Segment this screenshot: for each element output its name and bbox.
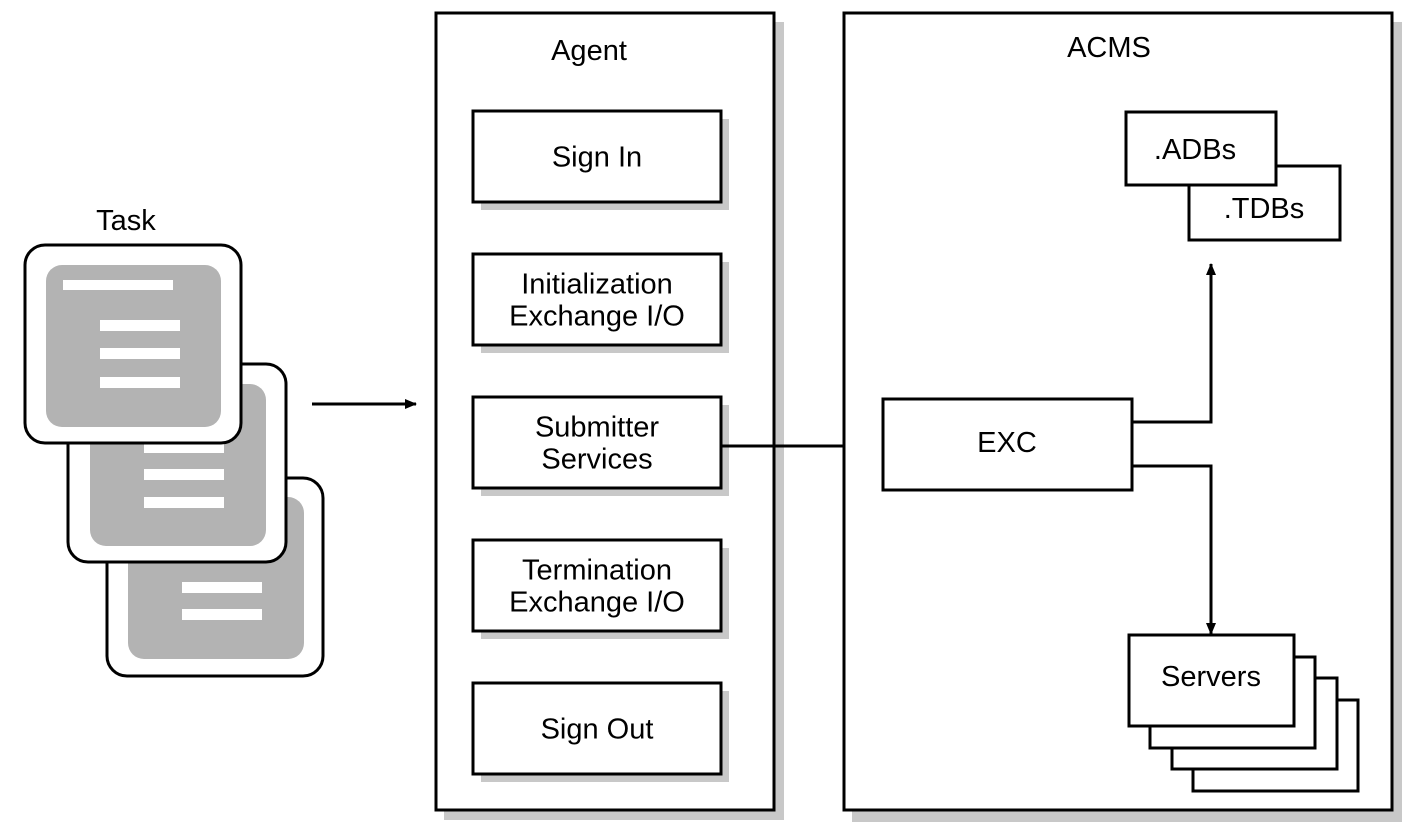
exc-to-servers-arrow	[1132, 464, 1216, 635]
exc-to-adbs-arrow	[1132, 263, 1216, 424]
agent-step-label: Services	[541, 444, 652, 476]
agent-step-label: Sign In	[552, 142, 642, 174]
adbs-box: .ADBs .TDBs	[1124, 110, 1342, 242]
agent-step-frame	[471, 252, 723, 347]
agent-step-frame	[471, 395, 723, 490]
acms-panel: ACMS .ADBs .TDBs EXC Servers	[842, 11, 1402, 822]
agent-step-label: Sign Out	[541, 714, 654, 746]
tdbs-label: .TDBs	[1224, 193, 1305, 225]
acms-title: ACMS	[1067, 32, 1151, 64]
adbs-label: .ADBs	[1154, 134, 1236, 166]
agent-title: Agent	[551, 35, 627, 67]
agent-step-label: Exchange I/O	[509, 587, 685, 619]
agent-step-label: Initialization	[521, 269, 673, 301]
agent-step-label: Termination	[522, 555, 672, 587]
task-document-stack	[23, 243, 325, 678]
agent-step-box: Sign In	[471, 109, 729, 210]
servers-label: Servers	[1161, 661, 1261, 693]
exc-label: EXC	[977, 427, 1037, 459]
agent-step-label: Exchange I/O	[509, 301, 685, 333]
task-label: Task	[96, 205, 156, 237]
agent-step-box: Sign Out	[471, 681, 729, 782]
servers-stack: Servers	[1127, 633, 1360, 793]
agent-step-frame	[471, 681, 723, 776]
task-document-front	[23, 243, 243, 445]
agent-step-frame	[471, 538, 723, 633]
exc-box: EXC	[881, 397, 1134, 492]
agent-step-frame	[471, 109, 723, 204]
agent-step-label: Submitter	[535, 412, 659, 444]
